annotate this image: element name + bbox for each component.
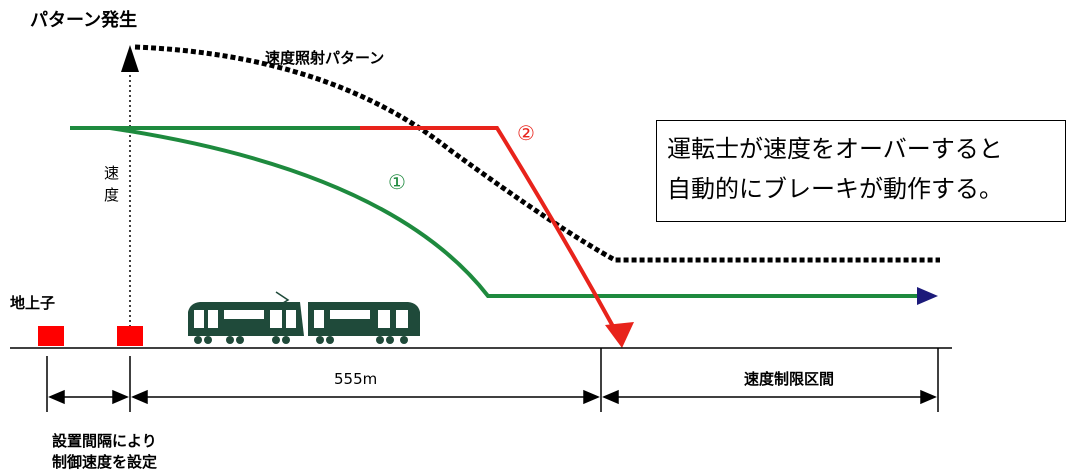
restricted-section-label: 速度制限区間 bbox=[744, 370, 834, 388]
ground-unit-label: 地上子 bbox=[10, 294, 55, 312]
note-line-2: 自動的にブレーキが動作する。 bbox=[667, 175, 1003, 203]
curve-end-arrowhead bbox=[917, 287, 938, 305]
note-line-1: 運転士が速度をオーバーすると bbox=[667, 135, 1003, 163]
distance-label: 555m bbox=[334, 370, 377, 388]
curve-1-marker: ① bbox=[388, 170, 406, 194]
installation-interval-note-line-1: 設置間隔により bbox=[52, 432, 157, 450]
speed-irradiation-pattern-line bbox=[134, 44, 940, 263]
speed-axis-label-2: 度 bbox=[104, 186, 119, 204]
auto-brake-note-box: 運転士が速度をオーバーすると 自動的にブレーキが動作する。 bbox=[656, 120, 1066, 222]
distance-dimension-arrow bbox=[131, 389, 600, 405]
restricted-section-dimension-arrow bbox=[602, 389, 937, 405]
speed-axis-arrowhead bbox=[121, 45, 139, 72]
train-icon bbox=[188, 291, 420, 344]
overspeed-brake-curve bbox=[360, 126, 617, 331]
speed-irradiation-pattern-label: 速度照射パターン bbox=[265, 49, 384, 67]
pattern-generation-title: パターン発生 bbox=[30, 9, 137, 31]
brake-curve-arrowhead bbox=[605, 322, 634, 348]
ground-unit-1 bbox=[38, 326, 64, 346]
speed-axis-label-1: 速 bbox=[104, 164, 119, 182]
ground-unit-2 bbox=[117, 326, 143, 346]
interval-dimension-arrow bbox=[48, 389, 129, 405]
normal-braking-curve bbox=[109, 126, 918, 298]
installation-interval-note-line-2: 制御速度を設定 bbox=[52, 453, 157, 471]
curve-2-marker: ② bbox=[517, 121, 535, 145]
